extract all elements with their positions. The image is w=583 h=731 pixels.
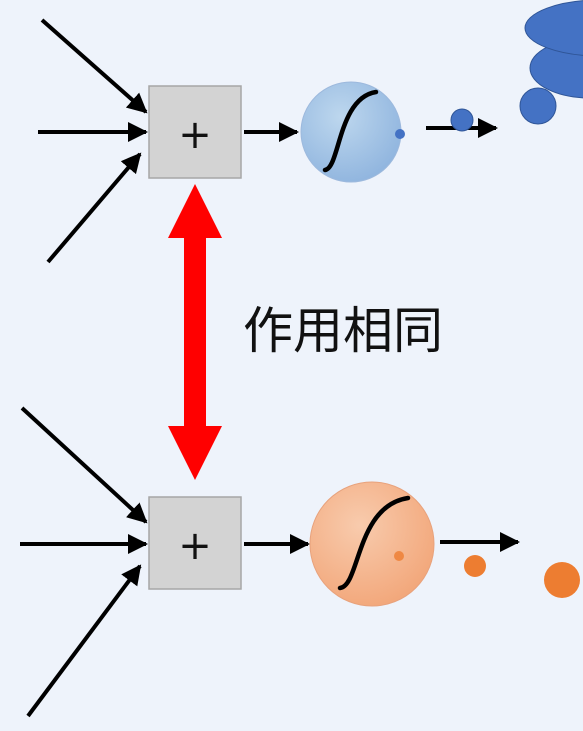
- plus-box-icon: [148, 496, 242, 590]
- bottom-input-arrow-upper: [20, 406, 148, 524]
- bottom-output-dot-small: [464, 555, 486, 577]
- bottom-input-arrow-lower: [26, 564, 142, 718]
- top-neuron: +: [38, 0, 583, 264]
- thought-bubble-small: [519, 87, 557, 125]
- bottom-sum-box: +: [148, 496, 242, 590]
- same-function-label: 作用相同: [243, 302, 443, 360]
- red-arrow-shaft: [184, 236, 206, 428]
- plus-box-icon: [148, 85, 242, 179]
- top-sum-box: +: [148, 85, 242, 179]
- bottom-activation-circle: [309, 481, 435, 607]
- sigmoid-curve-icon: [322, 89, 379, 173]
- top-activation-dot: [395, 129, 405, 139]
- bottom-neuron: +: [20, 406, 580, 718]
- top-input-arrow-upper: [40, 18, 148, 114]
- red-arrow-head-bottom: [168, 426, 222, 480]
- top-activation-unit: [300, 81, 405, 183]
- top-activation-circle: [300, 81, 402, 183]
- bottom-sum-symbol: +: [178, 523, 212, 569]
- red-arrow-head-top: [168, 184, 222, 238]
- bottom-activation-dot: [394, 551, 404, 561]
- thought-bubble-icon: [519, 0, 583, 125]
- top-output-dot: [450, 108, 474, 132]
- sigmoid-curve-icon: [337, 495, 411, 591]
- thought-bubble-large: [524, 0, 583, 56]
- top-sum-symbol: +: [178, 112, 212, 158]
- bottom-activation-unit: [309, 481, 435, 607]
- top-input-arrow-lower: [46, 152, 142, 264]
- bottom-output-dot-large: [544, 562, 580, 598]
- double-headed-arrow-icon: [168, 184, 222, 480]
